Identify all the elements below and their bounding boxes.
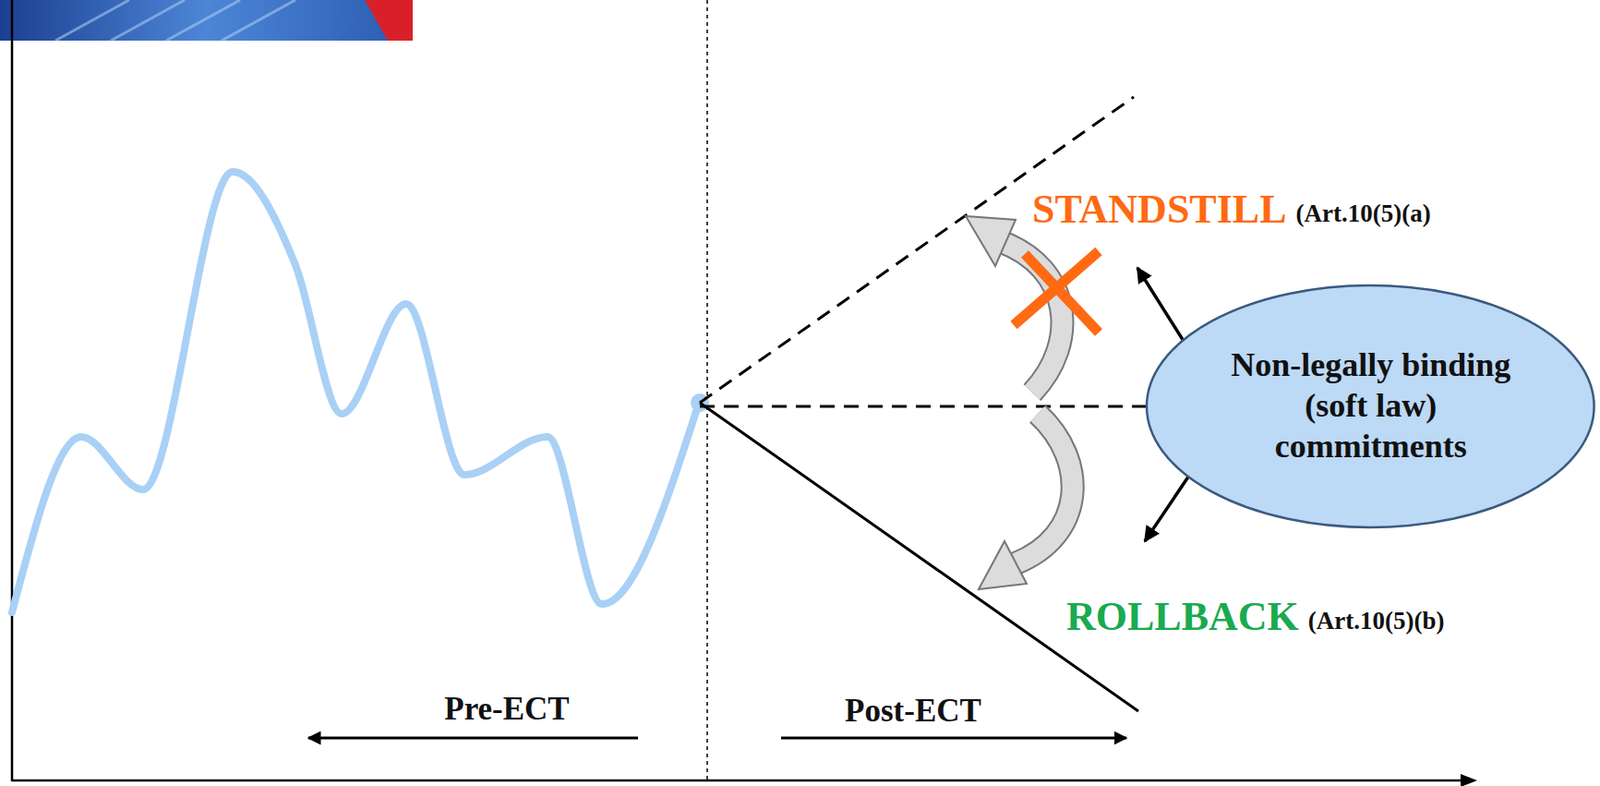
logo-fragment <box>0 0 413 41</box>
upward-move-arrow <box>965 216 1062 393</box>
period-arrow <box>308 736 638 740</box>
period-label: Pre-ECT <box>444 692 569 725</box>
history-curve <box>12 171 699 613</box>
standstill-path <box>699 405 1166 409</box>
rollback-label: ROLLBACK <box>1066 596 1300 638</box>
cross-mark <box>1013 251 1099 333</box>
article-reference: (Art.10(5)(b) <box>1308 608 1445 634</box>
callout-text: Non-legally binding (soft law) commitmen… <box>1218 345 1524 468</box>
upward-path <box>699 96 1134 403</box>
standstill-label: STANDSTILL <box>1032 189 1288 230</box>
time-divider <box>706 0 709 781</box>
downward-move-arrow <box>978 413 1073 590</box>
ellipse-shape <box>1146 285 1595 528</box>
period-label: Post-ECT <box>844 694 982 727</box>
period-arrow <box>781 736 1127 740</box>
callout-ellipse: Non-legally binding (soft law) commitmen… <box>1144 283 1597 530</box>
article-reference: (Art.10(5)(a) <box>1296 201 1432 227</box>
rollback-path <box>699 402 1139 711</box>
